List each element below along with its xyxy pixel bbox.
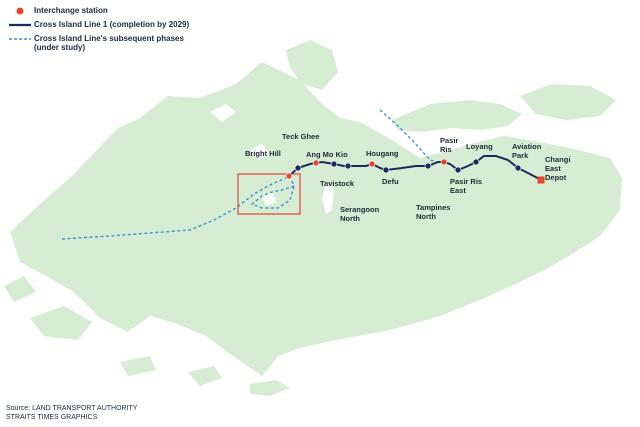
station-label-hougang: Hougang	[366, 149, 399, 158]
station-marker-bright-hill	[285, 172, 293, 180]
station-label-line: Serangoon	[340, 205, 380, 214]
station-label-line: Tavistock	[320, 179, 355, 188]
station-marker-pasir-ris-east	[454, 166, 462, 174]
station-label-line: Aviation	[512, 142, 542, 151]
legend-interchange-label: Interchange station	[34, 6, 108, 15]
legend-subsequent-row: Cross Island Line's subsequent phases (u…	[6, 34, 189, 56]
station-label-defu: Defu	[382, 177, 399, 186]
station-marker-tampines-north	[424, 162, 432, 170]
station-marker-ang-mo-kio	[312, 159, 320, 167]
station-label-bright-hill: Bright Hill	[245, 149, 281, 158]
station-label-line: North	[416, 212, 436, 221]
sentosa-island	[250, 380, 290, 396]
singapore-mainland	[10, 62, 622, 376]
legend: Interchange station Cross Island Line 1 …	[6, 6, 189, 56]
source-line-1: Source: LAND TRANSPORT AUTHORITY	[6, 405, 138, 412]
station-label-line: Teck Ghee	[282, 132, 319, 141]
highlight-box	[237, 173, 301, 215]
station-label-teck-ghee: Teck Ghee	[282, 132, 319, 141]
station-label-line: East	[450, 186, 466, 195]
legend-subsequent-text: Cross Island Line's subsequent phases (u…	[34, 34, 184, 52]
interchange-dot-icon	[6, 6, 34, 16]
station-marker-loyang	[472, 158, 480, 166]
legend-subsequent-label-1: Cross Island Line's subsequent phases	[34, 34, 184, 43]
reservoir-upper-seletar	[250, 144, 270, 160]
pulau-tekong	[520, 84, 616, 120]
jurong-island	[30, 306, 92, 340]
southern-island-a	[188, 366, 222, 386]
source-credit: Source: LAND TRANSPORT AUTHORITY STRAITS…	[6, 404, 137, 422]
station-label-line: Changi	[545, 155, 570, 164]
station-label-loyang: Loyang	[466, 142, 493, 151]
legend-line1-label: Cross Island Line 1 (completion by 2029)	[34, 20, 190, 29]
west-island	[4, 276, 36, 302]
station-marker-pasir-ris	[440, 158, 448, 166]
subsequent-phase-west-line	[61, 175, 291, 240]
station-label-line: Depot	[545, 173, 567, 182]
dashed-line-icon	[6, 34, 34, 44]
station-marker-changi-east-depot	[537, 176, 545, 184]
source-line-2: STRAITS TIMES GRAPHICS	[6, 414, 98, 421]
legend-line1-row: Cross Island Line 1 (completion by 2029)	[6, 20, 189, 34]
station-label-line: Loyang	[466, 142, 493, 151]
station-label-line: Tampines	[416, 203, 450, 212]
station-label-line: Ang Mo Kio	[306, 150, 348, 159]
station-label-tavistock: Tavistock	[320, 179, 355, 188]
solid-line-icon	[6, 20, 34, 30]
station-label-line: East	[545, 164, 561, 173]
station-marker-tavistock	[330, 160, 338, 168]
station-marker-defu	[382, 166, 390, 174]
station-label-line: Hougang	[366, 149, 399, 158]
station-label-line: Pasir	[440, 136, 458, 145]
station-marker-hougang	[368, 160, 376, 168]
station-label-line: Defu	[382, 177, 399, 186]
legend-subsequent-label-2: (under study)	[34, 43, 86, 52]
stations-layer	[285, 158, 545, 184]
reservoir-lower-seletar	[322, 182, 334, 214]
station-marker-aviation-park	[514, 164, 522, 172]
reservoir-macritchie	[262, 192, 276, 206]
subsequent-phase-loop	[250, 175, 295, 209]
station-label-line: Bright Hill	[245, 149, 281, 158]
legend-interchange-row: Interchange station	[6, 6, 189, 20]
peninsula-north	[286, 40, 338, 90]
pulau-ubin	[392, 100, 522, 132]
station-label-ang-mo-kio: Ang Mo Kio	[306, 150, 348, 159]
southern-island-b	[120, 356, 156, 376]
reservoir-kranji	[210, 104, 236, 122]
station-label-line: North	[340, 214, 360, 223]
station-label-line: Park	[512, 151, 529, 160]
station-label-line: Pasir Ris	[450, 177, 482, 186]
station-marker-teck-ghee	[294, 164, 302, 172]
station-marker-serangoon-north	[344, 162, 352, 170]
station-label-line: Ris	[440, 145, 452, 154]
subsequent-phase-north-line	[379, 109, 445, 165]
